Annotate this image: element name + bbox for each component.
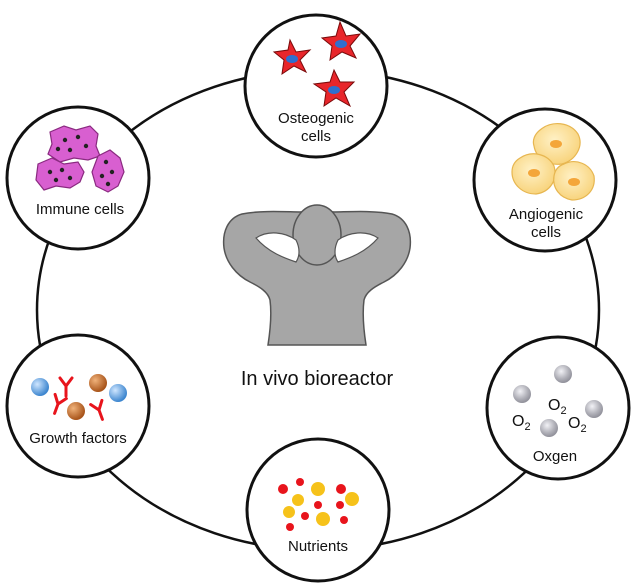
human-silhouette-icon [222, 204, 412, 346]
node-oxygen: O2 O2 O2 Oxgen [485, 335, 631, 481]
growth-factor-icon [31, 374, 127, 421]
immune-cells-label: Immune cells [36, 201, 124, 218]
nutrient-particles-icon [278, 478, 359, 531]
oxygen-formula-1: O2 [548, 397, 567, 417]
osteogenic-label-line2: cells [301, 128, 331, 145]
oxygen-formula-2: O2 [512, 413, 531, 433]
node-growth-factors: Growth factors [5, 333, 151, 479]
oxygen-label: Oxgen [533, 448, 577, 465]
angiogenic-label-line1: Angiogenic [509, 206, 584, 223]
angiogenic-label-line2: cells [531, 224, 561, 241]
oxygen-formula-3: O2 [568, 415, 587, 435]
node-osteogenic-cells: Osteogenic cells [243, 13, 389, 159]
node-nutrients: Nutrients [245, 437, 391, 583]
immune-cell-icon [35, 125, 125, 193]
nutrients-label: Nutrients [288, 538, 348, 555]
growth-factors-label: Growth factors [29, 430, 127, 447]
osteogenic-label-line1: Osteogenic [278, 110, 354, 127]
angiogenic-cell-icon [511, 123, 595, 201]
osteogenic-cell-icon [272, 20, 362, 108]
center-label: In vivo bioreactor [241, 368, 394, 390]
oxygen-molecule-icon [513, 365, 603, 437]
node-immune-cells: Immune cells [5, 105, 151, 251]
node-angiogenic-cells: Angiogenic cells [472, 107, 618, 253]
